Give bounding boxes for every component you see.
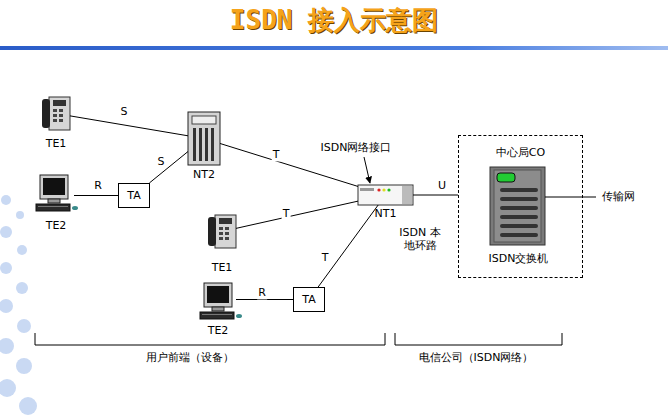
node-label: TE1 xyxy=(46,137,67,150)
link-line xyxy=(318,205,378,287)
nt2-tower-icon xyxy=(188,112,220,165)
callout-label: ISDN网络接口 xyxy=(320,141,393,154)
interface-label: S xyxy=(157,155,166,168)
node-label: TE1 xyxy=(212,261,233,274)
isdn-switch: ISDN交换机 xyxy=(491,168,546,246)
bracket-label: 用户前端（设备） xyxy=(145,351,235,364)
nt1-device-icon xyxy=(358,185,413,205)
node-label: TE2 xyxy=(208,324,229,337)
link-line xyxy=(413,195,458,196)
link-line xyxy=(74,195,118,196)
decoration-dots xyxy=(0,195,37,415)
bracket xyxy=(395,333,562,345)
terminal-icon: TE2 xyxy=(200,283,236,321)
node-label: TA xyxy=(302,293,315,306)
interface-label: T xyxy=(321,251,330,264)
node-label: ISDN交换机 xyxy=(489,252,549,265)
interface-label: R xyxy=(93,179,103,192)
terminal-icon: TE1 xyxy=(42,97,70,130)
interface-label: T xyxy=(282,207,291,220)
adapter-box: TA xyxy=(118,183,150,208)
link-line xyxy=(70,116,188,136)
isdn-switch-icon xyxy=(490,167,545,245)
interface-label: T xyxy=(272,148,281,161)
terminal-icon: TE2 xyxy=(38,175,74,213)
nt2-device: NT2 xyxy=(188,112,220,165)
phone-icon xyxy=(208,215,236,248)
loop-label: ISDN 本地环路 xyxy=(393,226,447,252)
node-label: NT2 xyxy=(193,168,215,181)
page-title: ISDN 接入示意图 xyxy=(230,3,438,38)
link-line xyxy=(236,201,358,228)
nt1-device: NT1 xyxy=(358,185,413,205)
interface-label: U xyxy=(437,179,447,192)
network-label: 传输网 xyxy=(601,190,636,203)
title-underline xyxy=(0,46,668,50)
node-label: TE2 xyxy=(46,219,67,232)
phone-icon xyxy=(42,97,70,130)
interface-label: S xyxy=(120,105,129,118)
node-label: 中心局CO xyxy=(496,146,545,159)
adapter-box: TA xyxy=(293,287,325,312)
central-office-box: ISDN交换机中心局CO xyxy=(458,135,583,278)
trunk-line xyxy=(545,197,596,198)
node-label: NT1 xyxy=(375,207,397,220)
bracket-label: 电信公司（ISDN网络） xyxy=(418,351,535,364)
leader-arrow xyxy=(364,157,370,183)
link-line xyxy=(149,152,188,183)
computer-icon xyxy=(200,283,242,319)
interface-label: R xyxy=(257,286,267,299)
terminal-icon: TE1 xyxy=(208,215,236,248)
computer-icon xyxy=(36,175,78,211)
node-label: TA xyxy=(127,189,140,202)
